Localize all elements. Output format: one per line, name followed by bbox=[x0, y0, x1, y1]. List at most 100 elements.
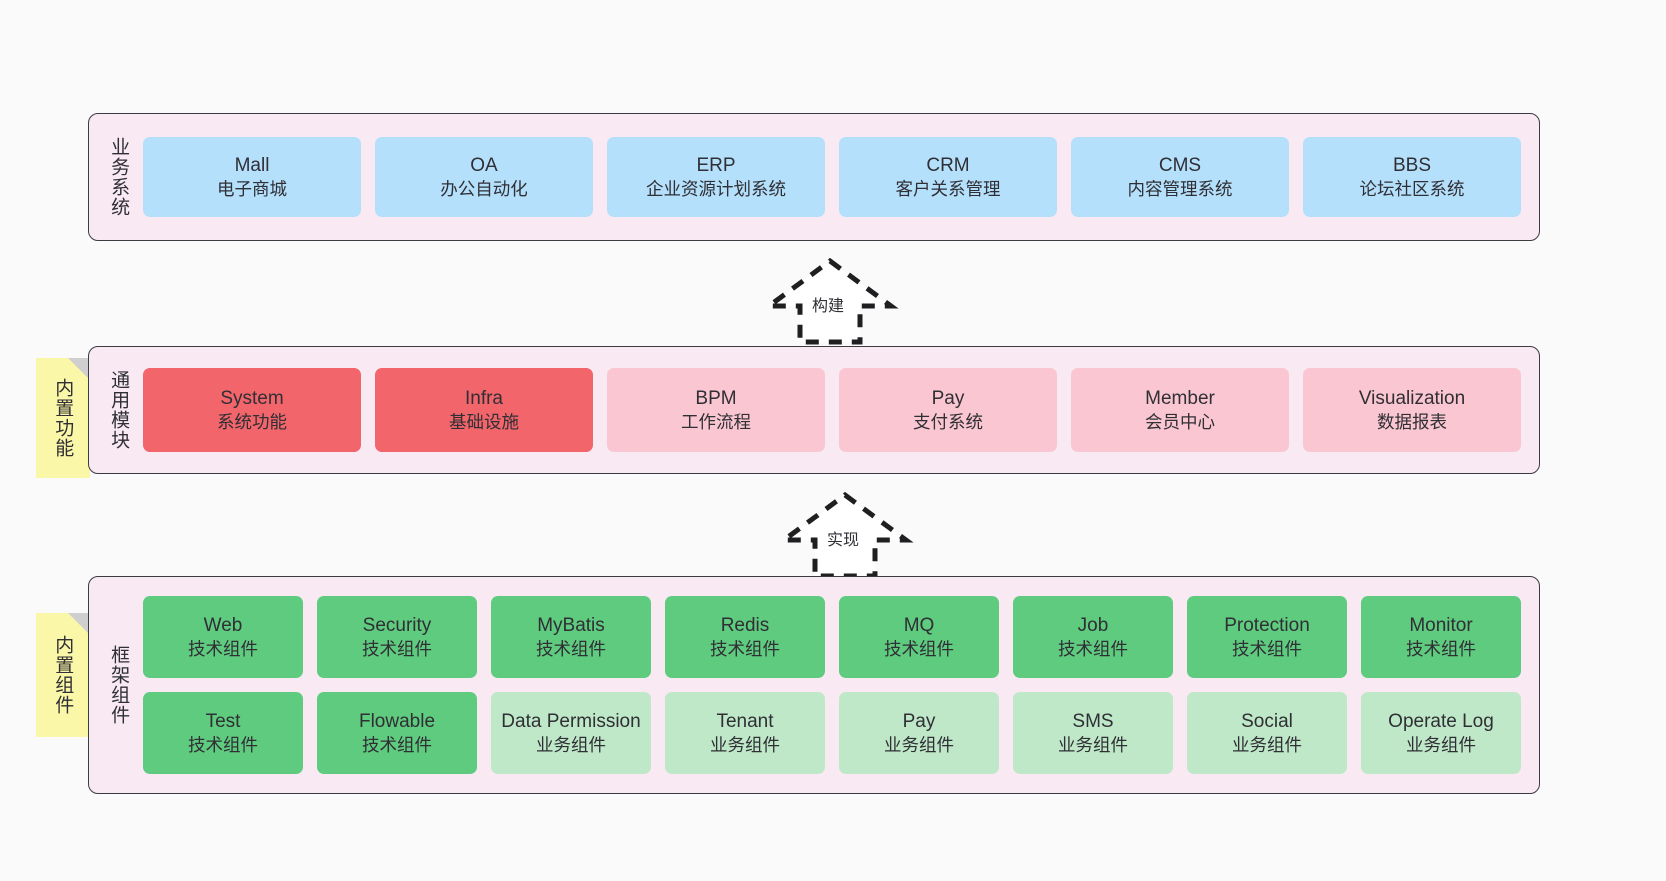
node-infra[interactable]: Infra 基础设施 bbox=[375, 368, 593, 452]
layer-title-framework-component: 框架组件 bbox=[108, 645, 130, 725]
node-data-permission[interactable]: Data Permission 业务组件 bbox=[491, 692, 651, 774]
node-job-sub: 技术组件 bbox=[1058, 638, 1128, 659]
node-job[interactable]: Job 技术组件 bbox=[1013, 596, 1173, 678]
node-row-module: System 系统功能 Infra 基础设施 BPM 工作流程 Pay 支付系统… bbox=[143, 368, 1521, 452]
node-security[interactable]: Security 技术组件 bbox=[317, 596, 477, 678]
node-data-permission-sub: 业务组件 bbox=[536, 734, 606, 755]
node-pay-component-title: Pay bbox=[902, 711, 936, 732]
node-test[interactable]: Test 技术组件 bbox=[143, 692, 303, 774]
implement-arrow-label: 实现 bbox=[827, 532, 860, 549]
layer-body-business-system: Mall 电子商城 OA 办公自动化 ERP 企业资源计划系统 CRM 客户关系… bbox=[135, 114, 1539, 240]
node-job-title: Job bbox=[1077, 615, 1109, 636]
node-social-sub: 业务组件 bbox=[1232, 734, 1302, 755]
node-pay-component-sub: 业务组件 bbox=[884, 734, 954, 755]
node-web[interactable]: Web 技术组件 bbox=[143, 596, 303, 678]
node-protection-title: Protection bbox=[1224, 615, 1310, 636]
layer-business-system: 业务系统 Mall 电子商城 OA 办公自动化 ERP 企业资源计划系统 CRM… bbox=[88, 113, 1540, 241]
note-builtin-component-label: 内置组件 bbox=[52, 635, 74, 715]
node-social-title: Social bbox=[1241, 711, 1293, 732]
node-redis-sub: 技术组件 bbox=[710, 638, 780, 659]
node-oa[interactable]: OA 办公自动化 bbox=[375, 137, 593, 217]
node-protection-sub: 技术组件 bbox=[1232, 638, 1302, 659]
node-operate-log[interactable]: Operate Log 业务组件 bbox=[1361, 692, 1521, 774]
node-sms-sub: 业务组件 bbox=[1058, 734, 1128, 755]
node-visualization[interactable]: Visualization 数据报表 bbox=[1303, 368, 1521, 452]
layer-title-common-module: 通用模块 bbox=[108, 370, 130, 450]
node-mq[interactable]: MQ 技术组件 bbox=[839, 596, 999, 678]
node-mall-sub: 电子商城 bbox=[217, 178, 287, 199]
build-arrow-label: 构建 bbox=[812, 298, 845, 315]
node-crm-title: CRM bbox=[926, 155, 970, 176]
node-erp-sub: 企业资源计划系统 bbox=[646, 178, 786, 199]
note-builtin-component: 内置组件 bbox=[36, 613, 90, 737]
layer-body-framework-component: Web 技术组件 Security 技术组件 MyBatis 技术组件 Redi… bbox=[135, 577, 1539, 793]
node-data-permission-title: Data Permission bbox=[501, 711, 641, 732]
node-pay-module-sub: 支付系统 bbox=[913, 411, 983, 432]
node-operate-log-sub: 业务组件 bbox=[1406, 734, 1476, 755]
node-web-sub: 技术组件 bbox=[188, 638, 258, 659]
node-mall[interactable]: Mall 电子商城 bbox=[143, 137, 361, 217]
node-crm[interactable]: CRM 客户关系管理 bbox=[839, 137, 1057, 217]
node-bpm[interactable]: BPM 工作流程 bbox=[607, 368, 825, 452]
node-test-sub: 技术组件 bbox=[188, 734, 258, 755]
layer-common-module: 通用模块 System 系统功能 Infra 基础设施 BPM 工作流程 Pay… bbox=[88, 346, 1540, 474]
node-flowable[interactable]: Flowable 技术组件 bbox=[317, 692, 477, 774]
node-bbs-title: BBS bbox=[1392, 155, 1432, 176]
node-mq-sub: 技术组件 bbox=[884, 638, 954, 659]
node-security-sub: 技术组件 bbox=[362, 638, 432, 659]
layer-title-business-system: 业务系统 bbox=[108, 137, 130, 217]
node-row-framework-business: Test 技术组件 Flowable 技术组件 Data Permission … bbox=[143, 692, 1521, 774]
node-row-framework-tech: Web 技术组件 Security 技术组件 MyBatis 技术组件 Redi… bbox=[143, 596, 1521, 678]
note-builtin-feature-label: 内置功能 bbox=[52, 378, 74, 458]
node-mybatis-title: MyBatis bbox=[537, 615, 605, 636]
node-tenant-sub: 业务组件 bbox=[710, 734, 780, 755]
node-erp[interactable]: ERP 企业资源计划系统 bbox=[607, 137, 825, 217]
node-crm-sub: 客户关系管理 bbox=[895, 178, 1001, 199]
node-cms[interactable]: CMS 内容管理系统 bbox=[1071, 137, 1289, 217]
note-fold-icon bbox=[68, 358, 90, 380]
node-erp-title: ERP bbox=[696, 155, 736, 176]
node-web-title: Web bbox=[203, 615, 243, 636]
node-test-title: Test bbox=[205, 711, 241, 732]
node-system[interactable]: System 系统功能 bbox=[143, 368, 361, 452]
node-visualization-sub: 数据报表 bbox=[1377, 411, 1447, 432]
node-oa-sub: 办公自动化 bbox=[440, 178, 528, 199]
node-infra-title: Infra bbox=[464, 388, 504, 409]
layer-framework-component: 框架组件 Web 技术组件 Security 技术组件 MyBatis 技术组件 bbox=[88, 576, 1540, 794]
node-visualization-title: Visualization bbox=[1358, 388, 1466, 409]
node-monitor-sub: 技术组件 bbox=[1406, 638, 1476, 659]
node-sms[interactable]: SMS 业务组件 bbox=[1013, 692, 1173, 774]
node-bbs[interactable]: BBS 论坛社区系统 bbox=[1303, 137, 1521, 217]
node-redis-title: Redis bbox=[720, 615, 770, 636]
node-tenant-title: Tenant bbox=[716, 711, 774, 732]
node-redis[interactable]: Redis 技术组件 bbox=[665, 596, 825, 678]
node-monitor[interactable]: Monitor 技术组件 bbox=[1361, 596, 1521, 678]
node-mall-title: Mall bbox=[234, 155, 270, 176]
note-fold-icon bbox=[68, 613, 90, 635]
node-cms-title: CMS bbox=[1158, 155, 1202, 176]
node-bpm-title: BPM bbox=[695, 388, 737, 409]
node-mybatis[interactable]: MyBatis 技术组件 bbox=[491, 596, 651, 678]
layer-body-common-module: System 系统功能 Infra 基础设施 BPM 工作流程 Pay 支付系统… bbox=[135, 347, 1539, 473]
node-infra-sub: 基础设施 bbox=[449, 411, 519, 432]
node-operate-log-title: Operate Log bbox=[1388, 711, 1494, 732]
node-tenant[interactable]: Tenant 业务组件 bbox=[665, 692, 825, 774]
node-social[interactable]: Social 业务组件 bbox=[1187, 692, 1347, 774]
node-bpm-sub: 工作流程 bbox=[681, 411, 751, 432]
node-member[interactable]: Member 会员中心 bbox=[1071, 368, 1289, 452]
node-monitor-title: Monitor bbox=[1409, 615, 1473, 636]
node-sms-title: SMS bbox=[1072, 711, 1114, 732]
node-pay-component[interactable]: Pay 业务组件 bbox=[839, 692, 999, 774]
node-pay-module[interactable]: Pay 支付系统 bbox=[839, 368, 1057, 452]
node-flowable-sub: 技术组件 bbox=[362, 734, 432, 755]
node-mq-title: MQ bbox=[903, 615, 935, 636]
node-flowable-title: Flowable bbox=[358, 711, 436, 732]
build-arrow bbox=[760, 256, 900, 346]
node-protection[interactable]: Protection 技术组件 bbox=[1187, 596, 1347, 678]
node-rows-framework: Web 技术组件 Security 技术组件 MyBatis 技术组件 Redi… bbox=[143, 596, 1521, 774]
node-pay-module-title: Pay bbox=[931, 388, 965, 409]
node-oa-title: OA bbox=[470, 155, 498, 176]
node-security-title: Security bbox=[362, 615, 432, 636]
node-member-title: Member bbox=[1145, 388, 1215, 409]
